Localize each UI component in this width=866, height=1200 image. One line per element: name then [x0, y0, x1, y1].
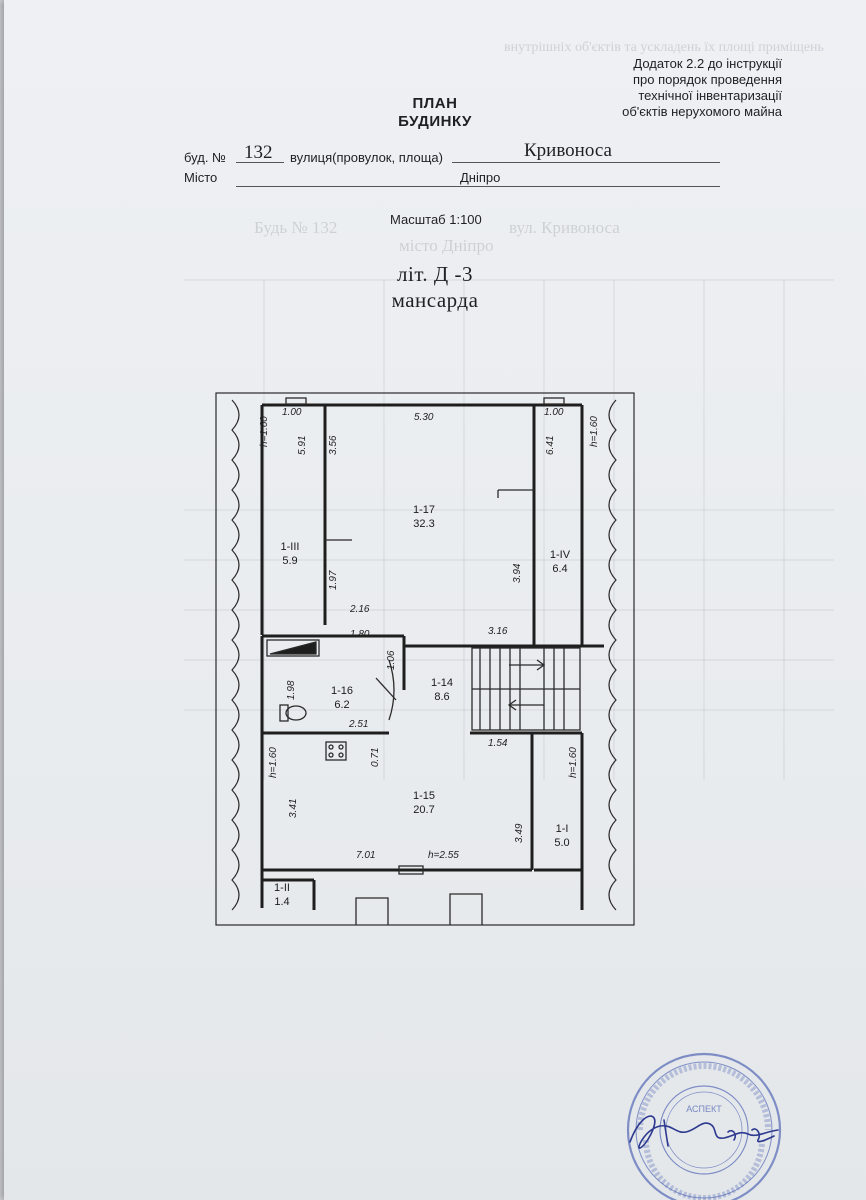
dim-341: 3.41	[288, 798, 299, 818]
room-id: 1-17	[412, 504, 436, 516]
room-id: 1-14	[430, 677, 454, 689]
room-area: 5.9	[282, 555, 298, 567]
dim-356: 3.56	[328, 435, 339, 455]
bathtub	[266, 639, 320, 657]
street-value: Кривоноса	[524, 140, 612, 161]
stove-icon	[325, 741, 347, 761]
window	[285, 397, 307, 405]
dim-h-right-lower: h=1.60	[568, 747, 579, 778]
bleed-text-street: вул. Кривоноса	[509, 218, 620, 238]
bathtub-fill	[269, 641, 317, 655]
annex-line-3: технічної інвентаризації	[638, 88, 782, 103]
room-1-III: 1-III 5.9	[270, 540, 310, 568]
stair-arrow-up	[509, 659, 546, 671]
dim-154: 1.54	[488, 738, 508, 749]
dim-top-mid: 5.30	[414, 412, 434, 423]
street-underline	[452, 162, 720, 163]
dim-349: 3.49	[514, 823, 525, 843]
room-id: 1-IV	[549, 549, 571, 561]
city-label: Місто	[184, 170, 218, 185]
building-label: буд. №	[184, 150, 226, 165]
dim-106: 1.06	[386, 650, 397, 670]
room-area: 32.3	[413, 518, 435, 530]
bleed-text-top: внутрішніх об'єктів та ускладень їх площ…	[504, 40, 824, 56]
city-underline	[236, 186, 720, 187]
annex-line-1: Додаток 2.2 до інструкції	[633, 56, 782, 71]
right-slope-line	[608, 399, 617, 911]
dim-h-left: h=1.60	[259, 416, 270, 447]
dim-top-left: 1.00	[282, 407, 302, 418]
city-value: Дніпро	[460, 170, 501, 185]
stamp-text: АСПЕКТ	[686, 1104, 722, 1114]
bleed-text-building: Будь № 132	[254, 218, 337, 238]
toilet-tank	[279, 704, 289, 722]
plan-subtitle: БУДИНКУ	[398, 113, 472, 130]
room-area: 20.7	[413, 804, 435, 816]
dim-h-right: h=1.60	[589, 416, 600, 447]
dim-198: 1.98	[286, 680, 297, 700]
room-id: 1-15	[412, 790, 436, 802]
building-underline	[236, 162, 284, 163]
dim-071: 0.71	[370, 747, 381, 767]
room-area: 6.2	[334, 699, 350, 711]
window	[398, 865, 424, 875]
dim-641: 6.41	[545, 435, 556, 455]
dim-180: 1.80	[350, 629, 370, 640]
dim-top-right: 1.00	[544, 407, 564, 418]
room-area: 8.6	[434, 691, 450, 703]
room-area: 5.0	[554, 837, 570, 849]
dim-h-left-lower: h=1.60	[268, 747, 279, 778]
annex-line-4: об'єктів нерухомого майна	[622, 104, 782, 119]
room-1-16: 1-16 6.2	[322, 684, 362, 712]
street-label: вулиця(провулок, площа)	[290, 150, 443, 165]
document-sheet: внутрішніх об'єктів та ускладень їх площ…	[4, 0, 866, 1200]
room-id: 1-I	[555, 823, 569, 835]
bleed-text-city: місто Дніпро	[399, 236, 494, 256]
door-swing-16	[388, 659, 395, 721]
dim-197: 1.97	[328, 570, 339, 590]
room-1-15: 1-15 20.7	[404, 789, 444, 817]
left-slope-line	[231, 399, 240, 911]
room-area: 1.4	[274, 896, 290, 908]
official-stamp: АСПЕКТ	[626, 1052, 782, 1200]
scale-label: Масштаб 1:100	[390, 212, 482, 227]
toilet-icon	[285, 705, 307, 721]
room-1-I: 1-I 5.0	[542, 822, 582, 850]
bleed-building: Будь № 132	[254, 218, 338, 237]
floor-label: мансарда	[391, 288, 479, 312]
dim-701: 7.01	[356, 850, 376, 861]
floor-plan-drawing	[215, 392, 635, 926]
room-id: 1-16	[330, 685, 354, 697]
room-1-II: 1-II 1.4	[262, 881, 302, 909]
signature	[629, 1115, 779, 1149]
dim-394: 3.94	[512, 563, 523, 583]
room-1-14: 1-14 8.6	[422, 676, 462, 704]
bleed-street: вул. Кривоноса	[509, 218, 620, 237]
plan-title: ПЛАН	[412, 95, 458, 112]
room-area: 6.4	[552, 563, 568, 575]
bleed-text-line: внутрішніх об'єктів та ускладень їх площ…	[504, 40, 824, 55]
room-id: 1-III	[280, 541, 300, 553]
dim-h255: h=2.55	[428, 850, 459, 861]
stair-arrow-down	[507, 699, 544, 711]
room-1-17: 1-17 32.3	[404, 503, 444, 531]
chimney-left	[355, 897, 389, 925]
room-1-IV: 1-IV 6.4	[540, 548, 580, 576]
dim-251: 2.51	[349, 719, 369, 730]
window	[543, 397, 565, 405]
dim-216: 2.16	[350, 604, 370, 615]
lit-label: літ. Д -3	[397, 262, 473, 286]
dim-591: 5.91	[297, 435, 308, 455]
building-number: 132	[244, 142, 273, 163]
bleed-city: місто Дніпро	[399, 236, 494, 255]
dim-316: 3.16	[488, 626, 508, 637]
chimney-right	[449, 893, 483, 925]
outer-frame	[215, 392, 635, 926]
annex-line-2: про порядок проведення	[632, 72, 782, 87]
room-id: 1-II	[274, 882, 290, 894]
